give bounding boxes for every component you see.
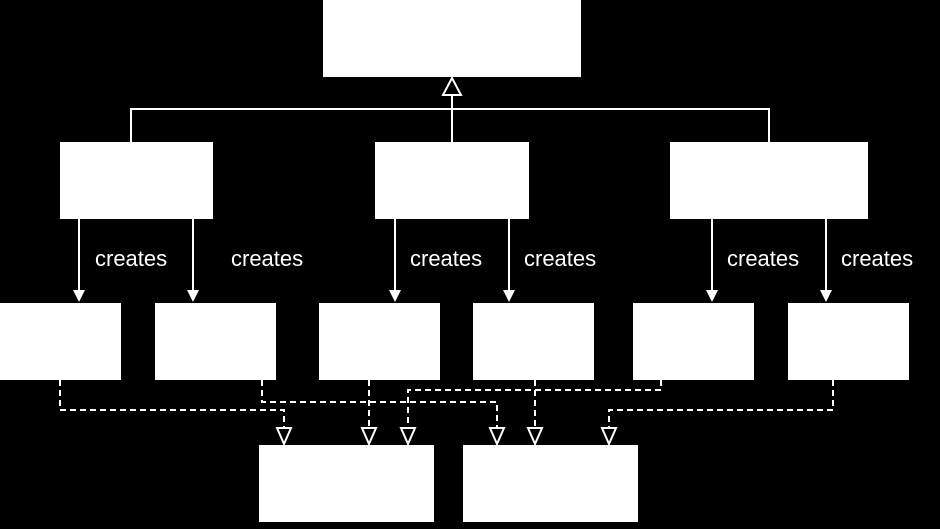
interface-box-1	[259, 445, 434, 522]
product-box-6	[788, 303, 909, 380]
creates-label: creates	[95, 246, 167, 271]
factory-box-2	[375, 142, 529, 219]
realization-triangle-icon	[600, 427, 618, 447]
product-box-1	[0, 303, 121, 380]
inheritance-connector	[130, 75, 770, 142]
arrow-head-icon	[389, 290, 401, 302]
abstract-factory-box	[323, 0, 581, 77]
arrow-head-icon	[187, 290, 199, 302]
creates-label: creates	[231, 246, 303, 271]
realization-triangle-icon	[526, 427, 544, 447]
creates-label: creates	[410, 246, 482, 271]
realization-connectors	[59, 380, 834, 447]
arrow-head-icon	[706, 290, 718, 302]
creates-label: creates	[841, 246, 913, 271]
creates-label: creates	[524, 246, 596, 271]
creates-label: creates	[727, 246, 799, 271]
realization-triangle-icon	[275, 427, 293, 447]
arrow-head-icon	[503, 290, 515, 302]
product-box-4	[473, 303, 594, 380]
interface-box-2	[463, 445, 638, 522]
arrow-head-icon	[73, 290, 85, 302]
factory-box-3	[670, 142, 868, 219]
realization-triangle-icon	[488, 427, 506, 447]
creates-arrows	[73, 219, 832, 302]
inheritance-triangle-icon	[441, 75, 463, 96]
product-box-5	[633, 303, 754, 380]
realization-triangle-icon	[360, 427, 378, 447]
product-box-2	[155, 303, 276, 380]
arrow-head-icon	[820, 290, 832, 302]
factory-box-1	[60, 142, 213, 219]
creates-labels: creates creates creates creates creates …	[95, 246, 913, 271]
realization-triangle-icon	[399, 427, 417, 447]
product-box-3	[319, 303, 440, 380]
